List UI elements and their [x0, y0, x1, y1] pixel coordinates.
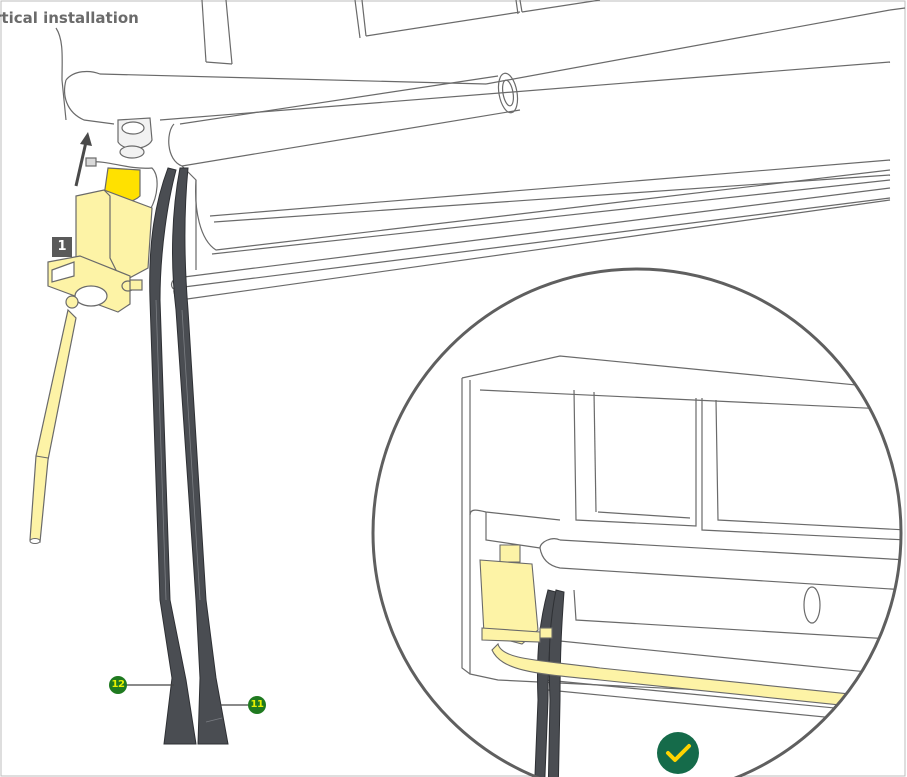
top-fitting [117, 117, 153, 159]
detail-circle [371, 267, 903, 777]
callout-11: 11 [248, 696, 266, 714]
check-icon [657, 732, 699, 774]
main-housing [55, 0, 906, 301]
hose-pair [149, 167, 229, 745]
yellow-tube [29, 308, 77, 544]
step-number-badge: 1 [52, 237, 72, 257]
arrow-up-icon [74, 132, 92, 187]
callout-12: 12 [109, 676, 127, 694]
callout-leaders [126, 684, 248, 706]
hose-highlights [155, 299, 223, 723]
yellow-valve [47, 157, 158, 313]
diagram-title: rtical installation [0, 9, 139, 27]
